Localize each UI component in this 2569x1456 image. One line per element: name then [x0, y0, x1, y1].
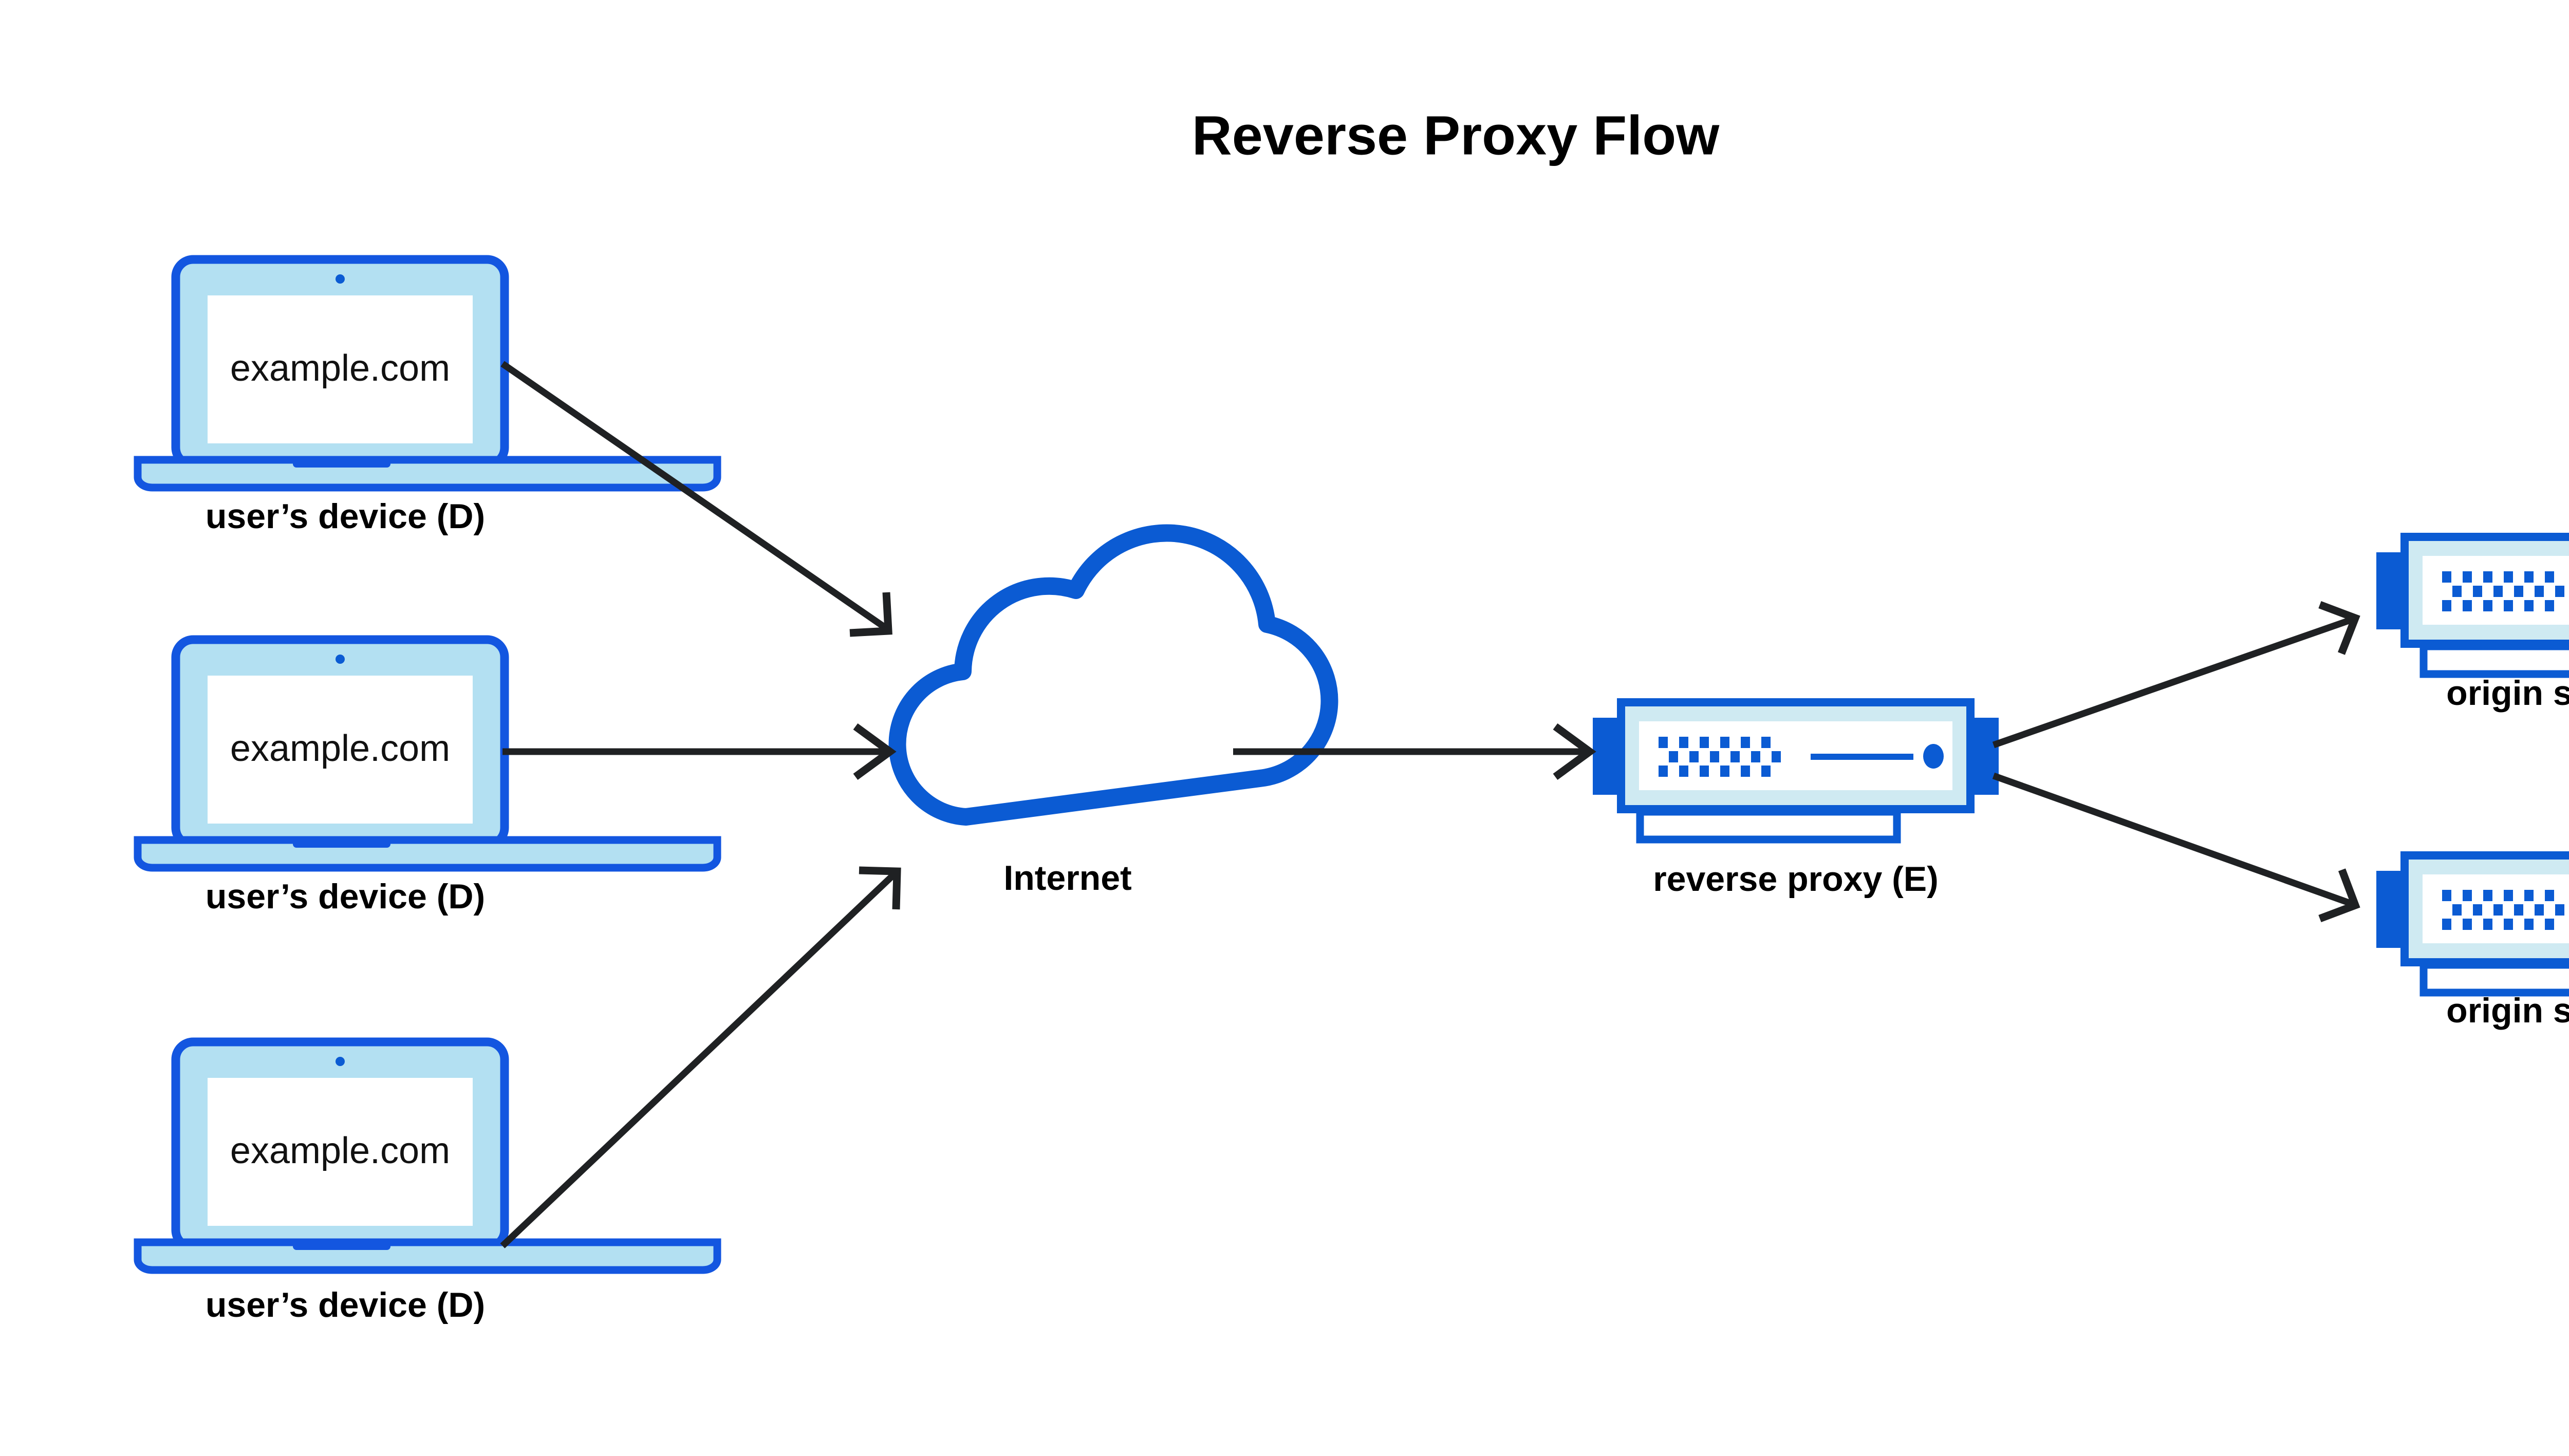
cloud-icon — [888, 524, 1338, 826]
node-device-top[interactable]: example.com user’s device (D) — [134, 255, 721, 536]
laptop-screen — [208, 1078, 473, 1226]
laptop-base — [134, 836, 721, 872]
device-label: user’s device (D) — [206, 877, 485, 916]
device-screen-text: example.com — [230, 728, 450, 769]
connection-arrow-device-middle-to-internet — [502, 723, 897, 780]
laptop-base — [134, 456, 721, 492]
laptop-camera-icon — [336, 274, 345, 284]
node-reverse-proxy[interactable]: reverse proxy (E) — [1593, 698, 1999, 899]
node-device-bottom[interactable]: example.com user’s device (D) — [134, 1037, 721, 1324]
connection-arrow-proxy-to-origin-bottom — [1992, 772, 2360, 923]
laptop-icon — [134, 1037, 721, 1274]
server-status-line-icon — [1811, 754, 1913, 760]
server-shelf — [2419, 961, 2569, 997]
laptop-camera-icon — [336, 655, 345, 664]
connection-arrow-device-top-to-internet — [500, 361, 892, 637]
reverse-proxy-label: reverse proxy (E) — [1653, 860, 1939, 899]
laptop-base-notch — [293, 1240, 390, 1250]
node-device-middle[interactable]: example.com user’s device (D) — [134, 635, 721, 916]
internet-label: Internet — [1003, 858, 1131, 898]
laptop-camera-icon — [336, 1057, 345, 1066]
laptop-screen — [208, 295, 473, 443]
laptop-base-notch — [293, 837, 390, 848]
device-screen-text: example.com — [230, 1130, 450, 1171]
laptop-base-notch — [293, 457, 390, 468]
connection-arrow-proxy-to-origin-top — [1992, 601, 2360, 749]
node-origin-top[interactable]: origin server (F) — [2376, 533, 2569, 713]
page-title: Reverse Proxy Flow — [1192, 104, 1720, 166]
server-vent-grid-icon — [2442, 890, 2564, 930]
server-icon — [1593, 698, 1999, 844]
server-icon — [2376, 533, 2569, 678]
server-vent-grid-icon — [2442, 571, 2564, 611]
laptop-icon — [134, 635, 721, 872]
server-icon — [2376, 851, 2569, 997]
device-label: user’s device (D) — [206, 1285, 485, 1324]
laptop-screen — [208, 676, 473, 824]
device-screen-text: example.com — [230, 348, 450, 389]
server-led-icon — [1923, 744, 1944, 769]
device-label: user’s device (D) — [206, 497, 485, 536]
server-shelf — [1636, 808, 1901, 844]
laptop-base — [134, 1238, 721, 1274]
node-internet[interactable]: Internet — [888, 524, 1338, 898]
connection-arrow-device-bottom-to-internet — [500, 866, 901, 1248]
origin-server-label: origin server (F) — [2446, 674, 2569, 713]
connection-arrow-internet-to-proxy — [1233, 723, 1596, 780]
origin-server-label: origin server (F) — [2446, 991, 2569, 1030]
node-origin-bottom[interactable]: origin server (F) — [2376, 851, 2569, 1030]
server-vent-grid-icon — [1659, 737, 1781, 777]
server-shelf — [2419, 642, 2569, 678]
laptop-icon — [134, 255, 721, 492]
